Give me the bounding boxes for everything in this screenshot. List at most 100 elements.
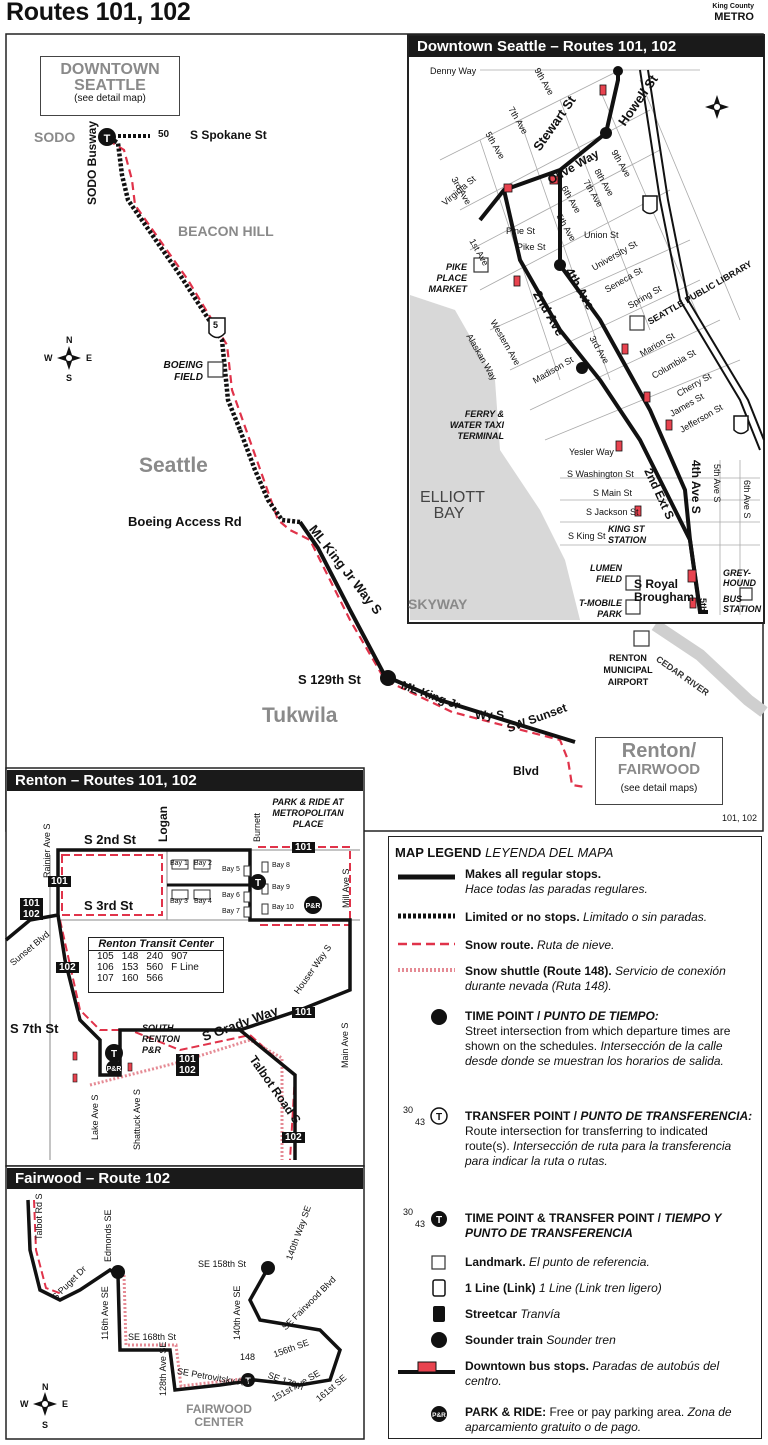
bay-10: Bay 10 [272,904,294,911]
page-title: Routes 101, 102 [6,0,191,26]
fw-compass-e: E [62,1399,69,1409]
elliott-bay-label: ELLIOTT BAY [420,489,485,522]
sodo-label: SODO [34,129,76,145]
se158-label: SE 158th St [198,1259,247,1269]
blvd-label: Blvd [513,764,540,778]
main-ave-label: Main Ave S [340,1022,350,1068]
140th-ave-label: 140th Ave SE [232,1285,242,1340]
south-renton-pr-label: SOUTH RENTON P&R [142,1023,180,1055]
svg-text:T: T [436,1112,442,1123]
logan-label: Logan [156,806,170,842]
116th-label: 116th Ave SE [100,1286,110,1340]
talbot-rd-label: Talbot Rd S [34,1193,44,1240]
svg-text:T: T [111,1049,117,1060]
mill-label: Mill Ave S [341,868,351,908]
legend-tt-43: 43 [415,1219,426,1229]
fw-compass-w: W [20,1399,29,1409]
seattle-label: Seattle [139,454,208,477]
compass-w: W [44,353,53,363]
street-yesler: Yesler Way [569,447,614,457]
128th-label: 128th Ave SE [158,1341,168,1396]
shattuck-label: Shattuck Ave S [132,1089,142,1150]
street-royal-brougham: S Royal Brougham [634,577,694,604]
wy-s-label: Wy S [475,708,505,722]
park-ride-label: PARK & RIDE AT METROPOLITAN PLACE [272,797,344,829]
renton-fairwood-box: Renton/ FAIRWOOD (see detail maps) [595,737,723,805]
street-5th-short: 5th [698,598,708,612]
skyway-label: SKYWAY [408,596,468,612]
route-badge-102: 102 [56,962,79,973]
svg-text:T: T [104,133,111,145]
bay-3: Bay 3 [170,898,188,905]
bus-station-label: BUS STATION [723,594,762,614]
se168-label: SE 168th St [128,1332,177,1342]
s2nd-label: S 2nd St [84,832,137,847]
time-point-129th [380,670,396,686]
street-jackson: S Jackson St [586,507,639,517]
spokane-st-label: S Spokane St [190,128,267,142]
downtown-title: Downtown Seattle – Routes 101, 102 [409,36,764,57]
lake-ave-label: Lake Ave S [90,1094,100,1140]
bay-6: Bay 6 [222,892,240,899]
bay-1: Bay 1 [170,860,188,867]
boeing-field-label: BOEING FIELD [163,360,203,383]
svg-text:P&R: P&R [107,1066,122,1073]
compass-n: N [66,335,73,345]
bay-5: Bay 5 [222,866,240,873]
legend-transfer-43: 43 [415,1117,426,1127]
street-main: S Main St [593,488,633,498]
fairwood-inset: T [5,1165,365,1440]
route-148-label: 148 [240,1352,256,1362]
route-badge-102-b: 102 [282,1132,305,1143]
tmobile-label: T-MOBILE PARK [579,598,622,619]
i5-shield-icon [208,317,226,339]
greyhound-label: GREY-HOUND [723,568,756,588]
street-4th-s: 4th Ave S [689,460,703,514]
renton-title: Renton – Routes 101, 102 [7,770,363,791]
svg-text:P&R: P&R [432,1412,446,1419]
ferry-label: FERRY & WATER TAXI TERMINAL [449,409,504,441]
lumen-label: LUMEN FIELD [590,563,622,584]
svg-text:T: T [255,878,261,889]
sodo-transfer-point [98,128,116,146]
route-badge-101-b: 101 [292,842,315,853]
s129th-label: S 129th St [298,672,361,687]
bay-4: Bay 4 [194,898,212,905]
route-badge-101: 101 [48,876,71,887]
i5-label: 5 [213,320,219,330]
edmonds-label: Edmonds SE [103,1209,113,1262]
sodo-busway-label: SODO Busway [85,120,99,205]
street-king: S King St [568,531,606,541]
svg-text:T: T [245,1376,251,1386]
street-6th-s: 6th Ave S [742,480,752,519]
s7th-label: S 7th St [10,1021,59,1036]
street-denny: Denny Way [430,66,477,76]
legend-symbols: T T P&R [398,874,455,1422]
compass-e: E [86,353,93,363]
boeing-access-label: Boeing Access Rd [128,514,242,529]
tukwila-label: Tukwila [262,704,338,727]
downtown-inset [407,34,765,624]
svg-text:T: T [436,1215,442,1226]
bay-7: Bay 7 [222,908,240,915]
street-pike: Pike St [517,242,546,252]
bay-8: Bay 8 [272,862,290,869]
legend-transfer-30: 30 [403,1105,414,1115]
compass-icon [57,346,81,370]
renton-airport-label: RENTON MUNICIPAL AIRPORT [603,653,653,687]
street-union: Union St [584,230,619,240]
beacon-hill-label: BEACON HILL [178,223,274,239]
bay-2: Bay 2 [194,860,212,867]
downtown-seattle-box: DOWNTOWN SEATTLE (see detail map) [40,56,180,116]
route-badge-101-c: 101 [292,1007,315,1018]
fw-compass-n: N [42,1382,49,1392]
compass-s: S [66,373,73,383]
fairwood-title: Fairwood – Route 102 [7,1168,363,1189]
legend-title: MAP LEGEND LEYENDA DEL MAPA [395,845,614,860]
page-code-label: 101, 102 [722,813,758,823]
burnett-label: Burnett [252,812,262,842]
rainier-label: Rainier Ave S [42,823,52,878]
